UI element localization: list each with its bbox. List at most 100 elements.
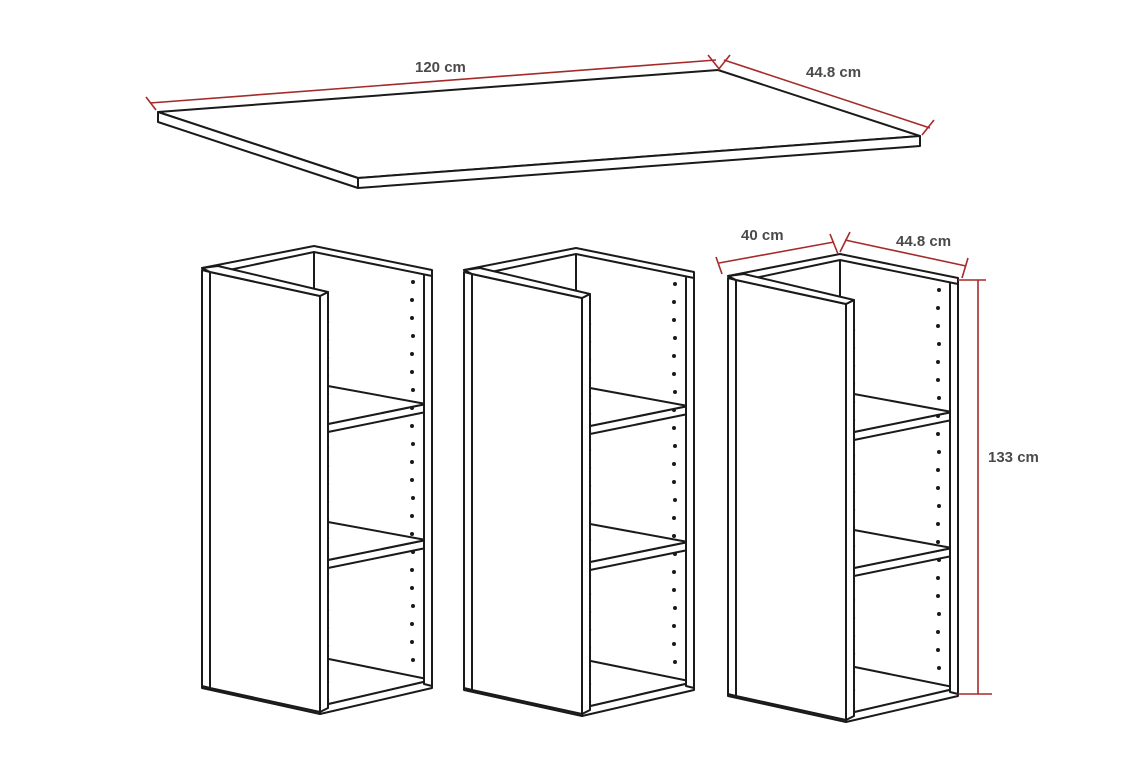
cabinet-right-side — [685, 271, 695, 689]
shelf-pin-hole — [673, 444, 677, 448]
shelf-pin-hole — [410, 352, 414, 356]
shelf-pin-hole — [937, 288, 941, 292]
shelf-pin-hole — [411, 658, 415, 662]
cabinet-back-panel — [575, 249, 695, 689]
shelf-pin-hole — [411, 280, 415, 284]
tabletop: 120 cm 44.8 cm — [145, 54, 935, 189]
shelf-pin-hole — [936, 540, 940, 544]
shelf-pin-hole — [673, 336, 677, 340]
shelf-pin-hole — [411, 442, 415, 446]
shelf-pin-hole — [937, 450, 941, 454]
shelf-pin-hole — [672, 480, 676, 484]
shelf-pin-hole — [410, 568, 414, 572]
shelf-pin-hole — [672, 426, 676, 430]
shelf-pin-hole — [410, 622, 414, 626]
shelf-pin-hole — [673, 552, 677, 556]
shelf-pin-hole — [672, 588, 676, 592]
shelf-pin-hole — [672, 534, 676, 538]
cabinet-left-side — [463, 271, 473, 691]
cabinet-front-panel-edge — [581, 293, 591, 715]
shelf-pin-hole — [936, 432, 940, 436]
shelf-pin-hole — [410, 460, 414, 464]
cabinet-left-side — [727, 277, 737, 697]
shelf-pin-hole — [673, 606, 677, 610]
shelf-pin-hole — [937, 396, 941, 400]
shelf-pin-hole — [411, 334, 415, 338]
cabinet-front-panel-top-edge — [201, 265, 329, 297]
shelf-pin-hole — [410, 316, 414, 320]
shelf-pin-hole — [937, 612, 941, 616]
shelf-pin-hole — [936, 630, 940, 634]
shelf-pin-hole — [672, 642, 676, 646]
cabinet-front-panel — [209, 271, 321, 713]
shelf-pin-hole — [672, 300, 676, 304]
cabinet-front-panel-top-edge — [727, 273, 855, 305]
shelf-pin-hole — [672, 354, 676, 358]
cabinet-front-panel — [471, 273, 583, 715]
shelf-pin-hole — [672, 516, 676, 520]
cabinet-right-side — [949, 277, 959, 695]
shelf-pin-hole — [936, 648, 940, 652]
cabinet-1 — [201, 245, 433, 715]
shelf-pin-hole — [673, 390, 677, 394]
cabinet-front-panel — [735, 279, 847, 721]
shelf-pin-hole — [672, 462, 676, 466]
tabletop-width-dimension: 120 cm — [145, 54, 721, 111]
shelf-pin-hole — [937, 342, 941, 346]
shelf-pin-hole — [410, 514, 414, 518]
shelf-pin-hole — [672, 624, 676, 628]
cabinets — [201, 245, 959, 723]
shelf-pin-hole — [672, 408, 676, 412]
shelf-pin-hole — [936, 522, 940, 526]
tabletop-depth-label: 44.8 cm — [806, 64, 861, 81]
tabletop-width-label: 120 cm — [415, 59, 466, 76]
cabinet-height-label: 133 cm — [988, 449, 1039, 466]
shelf-pin-hole — [936, 306, 940, 310]
shelf-pin-hole — [410, 406, 414, 410]
shelf-pin-hole — [411, 604, 415, 608]
cabinet-front-panel-edge — [319, 291, 329, 713]
shelf-pin-hole — [936, 414, 940, 418]
cabinet-back-panel — [313, 247, 433, 687]
shelf-pin-hole — [672, 372, 676, 376]
shelf-pin-hole — [411, 496, 415, 500]
cabinet-right-side — [423, 269, 433, 687]
cabinet-back-panel — [839, 255, 959, 695]
shelf-pin-hole — [936, 486, 940, 490]
shelf-pin-hole — [937, 558, 941, 562]
shelf-pin-hole — [411, 550, 415, 554]
shelf-pin-hole — [936, 378, 940, 382]
shelf-pin-hole — [410, 586, 414, 590]
cabinet-3 — [727, 253, 959, 723]
cabinet-height-dimension: 133 cm — [958, 279, 1039, 695]
shelf-pin-hole — [936, 468, 940, 472]
shelf-pin-hole — [936, 324, 940, 328]
shelf-pin-hole — [673, 498, 677, 502]
shelf-pin-hole — [411, 388, 415, 392]
shelf-pin-hole — [673, 282, 677, 286]
cabinet-depth-dimension: 44.8 cm — [839, 231, 969, 279]
shelf-pin-hole — [410, 298, 414, 302]
shelf-pin-hole — [937, 666, 941, 670]
cabinet-2 — [463, 247, 695, 717]
shelf-pin-hole — [672, 570, 676, 574]
cabinet-depth-label: 44.8 cm — [896, 233, 951, 250]
tabletop-depth-dimension: 44.8 cm — [717, 54, 935, 136]
shelf-pin-hole — [937, 504, 941, 508]
shelf-pin-hole — [936, 594, 940, 598]
cabinet-left-side — [201, 269, 211, 689]
shelf-pin-hole — [936, 360, 940, 364]
shelf-pin-hole — [410, 640, 414, 644]
cabinet-front-panel-edge — [845, 299, 855, 721]
cabinet-front-panel-top-edge — [463, 267, 591, 299]
cabinet-width-dimension: 40 cm — [715, 227, 839, 275]
shelf-pin-hole — [936, 576, 940, 580]
shelf-pin-hole — [673, 660, 677, 664]
shelf-pin-hole — [410, 370, 414, 374]
cabinet-width-label: 40 cm — [741, 227, 784, 244]
shelf-pin-hole — [672, 318, 676, 322]
shelf-pin-hole — [410, 532, 414, 536]
shelf-pin-hole — [410, 478, 414, 482]
shelf-pin-hole — [410, 424, 414, 428]
